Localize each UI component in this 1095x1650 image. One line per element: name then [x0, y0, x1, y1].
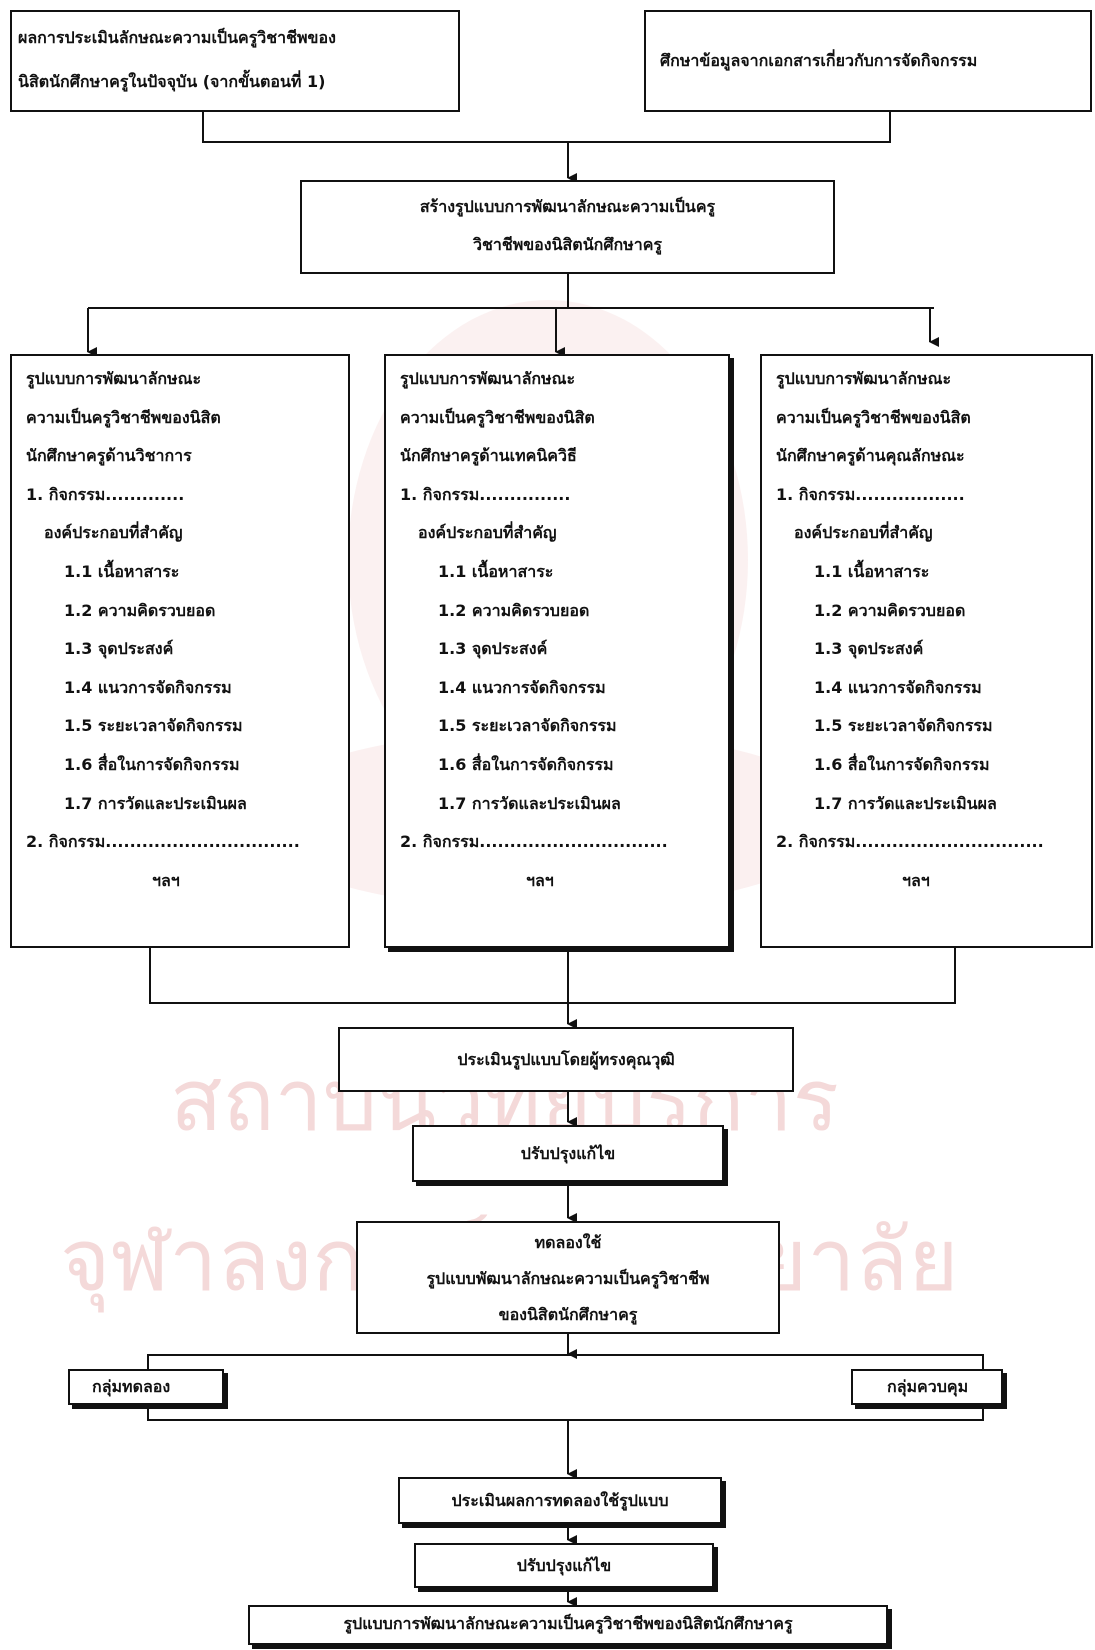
experimental-group-label: กลุ่มทดลอง	[92, 1377, 171, 1396]
activity-1: 1. กิจกรรม.............	[26, 484, 185, 504]
document-study-box: ศึกษาข้อมูลจากเอกสารเกี่ยวกับการจัดกิจกร…	[644, 10, 1092, 112]
final-model-box: รูปแบบการพัฒนาลักษณะความเป็นครูวิชาชีพขอ…	[248, 1605, 888, 1645]
components-label: องค์ประกอบที่สำคัญ	[418, 523, 557, 543]
control-group-box: กลุ่มควบคุม	[851, 1369, 1003, 1405]
build-model-line2: วิชาชีพของนิสิตนักศึกษาครู	[473, 235, 662, 254]
expert-evaluation-label: ประเมินรูปแบบโดยผู้ทรงคุณวุฒิ	[457, 1050, 675, 1069]
component-item: 1.2 ความคิดรวบยอด	[438, 600, 590, 620]
component-item: 1.4 แนวการจัดกิจกรรม	[64, 677, 232, 697]
component-item: 1.4 แนวการจัดกิจกรรม	[814, 677, 982, 697]
current-assessment-line1: ผลการประเมินลักษณะความเป็นครูวิชาชีพของ	[18, 28, 336, 47]
revise-label-2: ปรับปรุงแก้ไข	[516, 1556, 612, 1575]
expert-evaluation-box: ประเมินรูปแบบโดยผู้ทรงคุณวุฒิ	[338, 1027, 794, 1092]
model-technique-title-1: รูปแบบการพัฒนาลักษณะ	[400, 369, 576, 388]
model-academic-title-3: นักศึกษาครูด้านวิชาการ	[26, 446, 192, 466]
revise-label-1: ปรับปรุงแก้ไข	[520, 1144, 616, 1163]
component-item: 1.2 ความคิดรวบยอด	[64, 600, 216, 620]
component-item: 1.5 ระยะเวลาจัดกิจกรรม	[64, 716, 243, 736]
model-academic-title-1: รูปแบบการพัฒนาลักษณะ	[26, 369, 202, 388]
connector-groups-bottom	[147, 1404, 984, 1421]
component-item: 1.3 จุดประสงค์	[438, 639, 548, 659]
components-label: องค์ประกอบที่สำคัญ	[794, 523, 933, 543]
component-item: 1.4 แนวการจัดกิจกรรม	[438, 677, 606, 697]
activity-2: 2. กิจกรรม..............................…	[776, 832, 1044, 852]
component-item: 1.6 สื่อในการจัดกิจกรรม	[64, 754, 240, 774]
revise-box-2: ปรับปรุงแก้ไข	[414, 1543, 714, 1588]
component-item: 1.1 เนื้อหาสาระ	[814, 561, 930, 581]
component-item: 1.3 จุดประสงค์	[814, 639, 924, 659]
trial-box: ทดลองใช้ รูปแบบพัฒนาลักษณะความเป็นครูวิช…	[356, 1221, 780, 1334]
etc-label: ฯลฯ	[526, 870, 554, 890]
connector-top-left	[202, 112, 891, 143]
build-model-line1: สร้างรูปแบบการพัฒนาลักษณะความเป็นครู	[419, 197, 716, 216]
components-label: องค์ประกอบที่สำคัญ	[44, 523, 183, 543]
etc-label: ฯลฯ	[152, 870, 180, 890]
trial-line3: ของนิสิตนักศึกษาครู	[498, 1305, 638, 1324]
trial-evaluation-label: ประเมินผลการทดลองใช้รูปแบบ	[451, 1491, 669, 1510]
component-item: 1.3 จุดประสงค์	[64, 639, 174, 659]
activity-1: 1. กิจกรรม...............	[400, 484, 571, 504]
component-item: 1.5 ระยะเวลาจัดกิจกรรม	[814, 716, 993, 736]
component-item: 1.1 เนื้อหาสาระ	[64, 561, 180, 581]
current-assessment-box: ผลการประเมินลักษณะความเป็นครูวิชาชีพของ …	[10, 10, 460, 112]
component-item: 1.5 ระยะเวลาจัดกิจกรรม	[438, 716, 617, 736]
model-character-title-1: รูปแบบการพัฒนาลักษณะ	[776, 369, 952, 388]
experimental-group-box: กลุ่มทดลอง	[68, 1369, 224, 1405]
current-assessment-line2: นิสิตนักศึกษาครูในปัจจุบัน (จากขั้นตอนที…	[18, 72, 326, 91]
component-item: 1.7 การวัดและประเมินผล	[64, 793, 247, 813]
etc-label: ฯลฯ	[902, 870, 930, 890]
component-item: 1.1 เนื้อหาสาระ	[438, 561, 554, 581]
connector-columns-join	[149, 948, 956, 1004]
model-academic-title-2: ความเป็นครูวิชาชีพของนิสิต	[26, 407, 221, 427]
component-item: 1.7 การวัดและประเมินผล	[438, 793, 621, 813]
model-academic-box: รูปแบบการพัฒนาลักษณะ ความเป็นครูวิชาชีพข…	[10, 354, 350, 948]
trial-line2: รูปแบบพัฒนาลักษณะความเป็นครูวิชาชีพ	[426, 1269, 710, 1288]
revise-box-1: ปรับปรุงแก้ไข	[412, 1125, 724, 1182]
model-character-title-3: นักศึกษาครูด้านคุณลักษณะ	[776, 446, 965, 466]
activity-2: 2. กิจกรรม..............................…	[400, 832, 668, 852]
component-item: 1.6 สื่อในการจัดกิจกรรม	[438, 754, 614, 774]
activity-1: 1. กิจกรรม..................	[776, 484, 965, 504]
model-character-box: รูปแบบการพัฒนาลักษณะ ความเป็นครูวิชาชีพข…	[760, 354, 1093, 948]
component-item: 1.6 สื่อในการจัดกิจกรรม	[814, 754, 990, 774]
component-item: 1.2 ความคิดรวบยอด	[814, 600, 966, 620]
model-technique-title-3: นักศึกษาครูด้านเทคนิควิธี	[400, 446, 577, 466]
final-model-label: รูปแบบการพัฒนาลักษณะความเป็นครูวิชาชีพขอ…	[343, 1614, 793, 1633]
model-technique-box: รูปแบบการพัฒนาลักษณะ ความเป็นครูวิชาชีพข…	[384, 354, 730, 948]
control-group-label: กลุ่มควบคุม	[887, 1377, 969, 1396]
connector-groups	[147, 1354, 984, 1369]
activity-2: 2. กิจกรรม..............................…	[26, 832, 300, 852]
trial-evaluation-box: ประเมินผลการทดลองใช้รูปแบบ	[398, 1477, 722, 1524]
trial-line1: ทดลองใช้	[534, 1233, 602, 1252]
model-character-title-2: ความเป็นครูวิชาชีพของนิสิต	[776, 407, 971, 427]
document-study-label: ศึกษาข้อมูลจากเอกสารเกี่ยวกับการจัดกิจกร…	[660, 51, 978, 70]
model-technique-title-2: ความเป็นครูวิชาชีพของนิสิต	[400, 407, 595, 427]
component-item: 1.7 การวัดและประเมินผล	[814, 793, 997, 813]
build-model-box: สร้างรูปแบบการพัฒนาลักษณะความเป็นครู วิช…	[300, 180, 835, 274]
